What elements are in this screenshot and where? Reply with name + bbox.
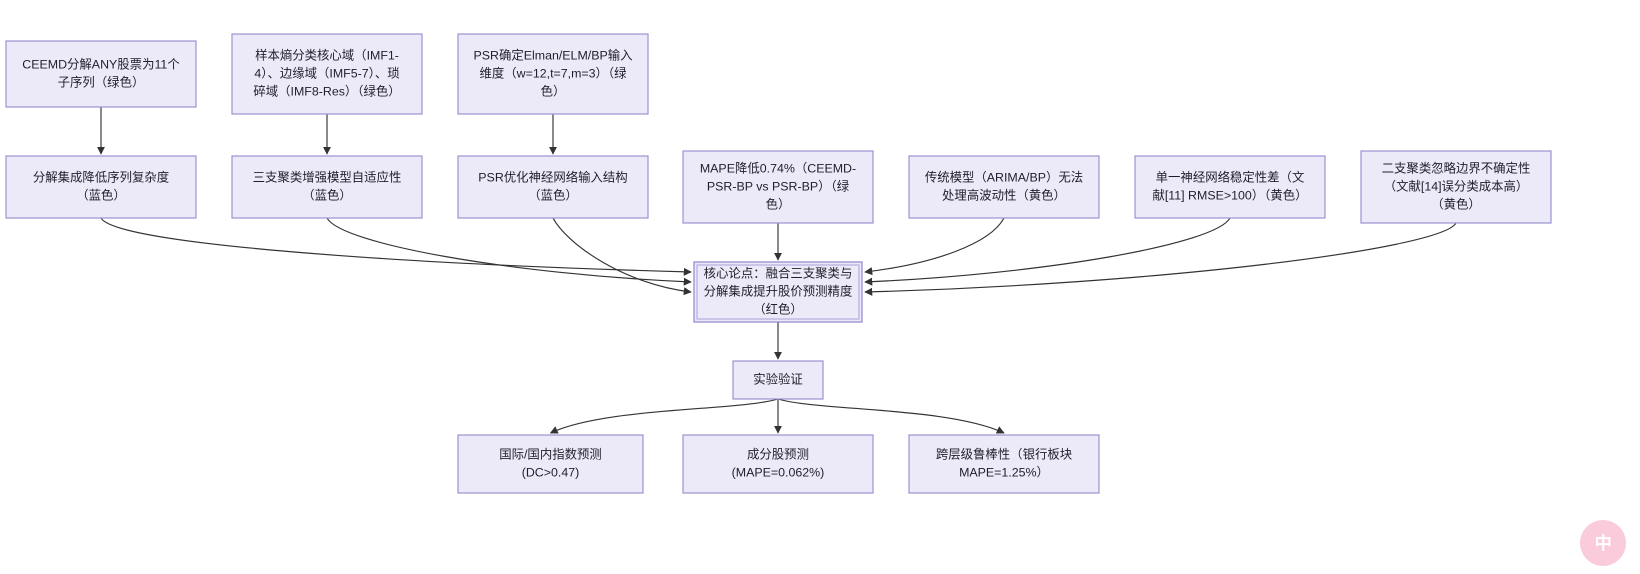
node-label-line: 成分股预测 xyxy=(747,447,809,461)
node-box xyxy=(5,155,197,219)
flow-node-n11[interactable]: 实验验证 xyxy=(732,360,824,400)
node-label-line: 维度（w=12,t=7,m=3）（绿 xyxy=(479,65,627,80)
node-box xyxy=(1360,150,1552,224)
node-label-line: （蓝色） xyxy=(76,187,126,202)
node-label-line: (DC>0.47) xyxy=(522,465,580,479)
node-label-line: 二支聚类忽略边界不确定性 xyxy=(1382,160,1531,175)
node-label-line: 处理高波动性（黄色） xyxy=(942,187,1066,202)
node-label-line: 单一神经网络稳定性差（文 xyxy=(1156,169,1305,184)
node-label-line: 传统模型（ARIMA/BP）无法 xyxy=(925,169,1083,184)
node-box xyxy=(457,33,649,115)
edge-n4-to-core xyxy=(100,217,692,276)
node-box xyxy=(693,261,863,323)
node-label-line: 色） xyxy=(766,196,791,211)
node-box xyxy=(457,434,644,494)
node-label-line: 分解集成降低序列复杂度 xyxy=(33,169,169,184)
node-label-line: PSR-BP vs PSR-BP）（绿 xyxy=(707,178,850,193)
node-label-line: 跨层级鲁棒性（银行板块 xyxy=(936,447,1072,461)
flow-node-n14[interactable]: 跨层级鲁棒性（银行板块 MAPE=1.25%） xyxy=(908,434,1100,494)
node-label-line: PSR优化神经网络输入结构 xyxy=(478,169,627,184)
node-label-line: 国际/国内指数预测 xyxy=(499,446,602,461)
flow-node-n5[interactable]: 三支聚类增强模型自适应性 （蓝色） xyxy=(231,155,423,219)
node-label-line: MAPE降低0.74%（CEEMD- xyxy=(700,161,856,175)
flow-node-n4[interactable]: 分解集成降低序列复杂度 （蓝色） xyxy=(5,155,197,219)
node-label-line: 核心论点：融合三支聚类与 xyxy=(704,265,853,280)
edge-n5-to-core xyxy=(326,217,692,286)
node-label-line: 献[11] RMSE>100）（黄色） xyxy=(1152,187,1307,202)
node-label-line: 样本熵分类核心域（IMF1- xyxy=(255,47,399,62)
node-box xyxy=(682,150,874,224)
node-label-line: （文献[14]误分类成本高） xyxy=(1384,178,1529,193)
node-box xyxy=(682,434,874,494)
edge-layer xyxy=(96,107,1457,434)
node-label-line: 色） xyxy=(541,83,566,98)
node-label-line: 实验验证 xyxy=(753,371,803,386)
edge-n10-to-core xyxy=(864,222,1457,296)
node-box xyxy=(1134,155,1326,219)
flow-node-n7[interactable]: MAPE降低0.74%（CEEMD- PSR-BP vs PSR-BP）（绿色） xyxy=(682,150,874,224)
node-label-line: 4）、边缘域（IMF5-7）、琐 xyxy=(254,65,399,80)
edge-n8-to-core xyxy=(864,217,1005,276)
node-box xyxy=(231,33,423,115)
watermark-badge: 中 xyxy=(1580,520,1626,566)
node-label-line: （黄色） xyxy=(1431,196,1481,211)
node-label-line: 碎域（IMF8-Res）（绿色） xyxy=(253,83,400,98)
node-box-inner-border xyxy=(696,264,860,320)
node-label-line: 三支聚类增强模型自适应性 xyxy=(253,169,402,184)
flow-node-n13[interactable]: 成分股预测 (MAPE=0.062%) xyxy=(682,434,874,494)
node-label-line: PSR确定Elman/ELM/BP输入 xyxy=(473,47,632,62)
node-label-line: (MAPE=0.062%) xyxy=(732,465,825,479)
flow-node-n10[interactable]: 二支聚类忽略边界不确定性 （文献[14]误分类成本高） （黄色） xyxy=(1360,150,1552,224)
node-label-line: MAPE=1.25%） xyxy=(959,465,1049,479)
node-label-line: CEEMD分解ANY股票为11个 xyxy=(22,57,179,71)
node-box xyxy=(908,434,1100,494)
node-box xyxy=(732,360,824,400)
node-label-line: 子序列（绿色） xyxy=(58,74,145,89)
node-box xyxy=(5,40,197,108)
flow-node-n9[interactable]: 单一神经网络稳定性差（文献[11] RMSE>100）（黄色） xyxy=(1134,155,1326,219)
watermark-glyph: 中 xyxy=(1594,533,1612,553)
node-label-line: （蓝色） xyxy=(302,187,352,202)
flow-node-n12[interactable]: 国际/国内指数预测 (DC>0.47) xyxy=(457,434,644,494)
node-label-line: （红色） xyxy=(753,301,803,316)
edge-n11-to-n14 xyxy=(777,398,1005,434)
node-box xyxy=(231,155,423,219)
edge-n6-to-core xyxy=(552,217,692,296)
flow-node-n6[interactable]: PSR优化神经网络输入结构 （蓝色） xyxy=(457,155,649,219)
node-label-line: 分解集成提升股价预测精度 xyxy=(704,283,853,298)
edge-n9-to-core xyxy=(864,217,1231,286)
node-label-line: （蓝色） xyxy=(528,187,578,202)
flow-node-n2[interactable]: 样本熵分类核心域（IMF1- 4）、边缘域（IMF5-7）、琐碎域（IMF8-Re… xyxy=(231,33,423,115)
node-box xyxy=(457,155,649,219)
edge-n11-to-n12 xyxy=(549,398,779,434)
node-box xyxy=(908,155,1100,219)
